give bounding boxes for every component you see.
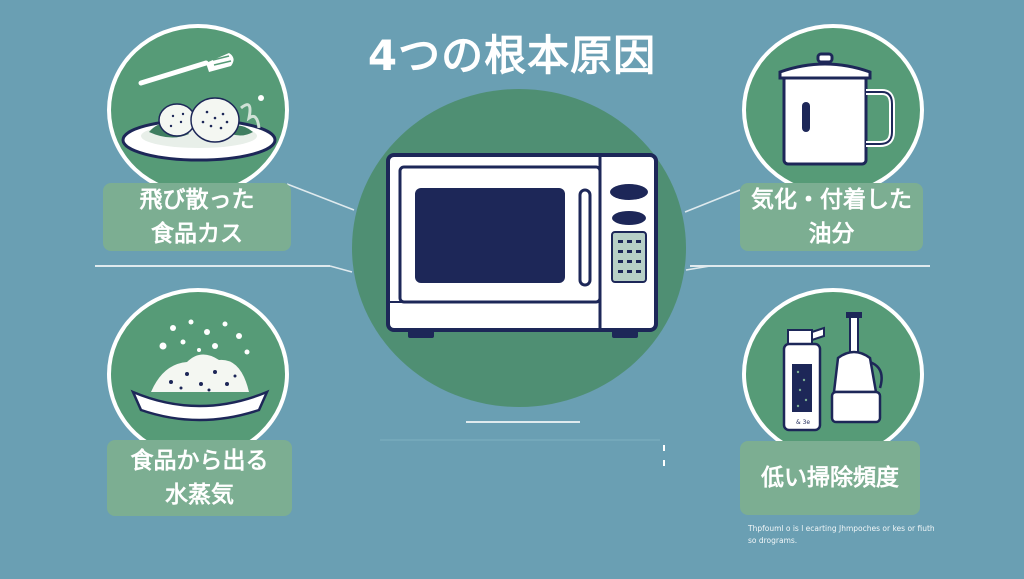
- cause-steam-label: 食品から出る 水蒸気: [107, 440, 292, 516]
- steam-bowl-icon: [111, 292, 287, 462]
- cause-vaporized-oil-label: 気化・付着した 油分: [740, 183, 923, 251]
- cause-cleaning-frequency-line1: 低い掃除頻度: [761, 465, 899, 491]
- footnote-text: Thpfouml o is l ecarting Jhmpoches or ke…: [748, 524, 935, 545]
- pot-icon: [746, 28, 922, 198]
- cause-food-debris-line1: 飛び散った: [139, 187, 255, 213]
- cause-steam-line1: 食品から出る: [130, 448, 269, 474]
- food-plate-icon: [111, 28, 287, 198]
- cause-vaporized-oil-line2: 油分: [808, 221, 855, 247]
- vaporized-oil-circle: [742, 24, 924, 196]
- cause-cleaning-frequency-label: 低い掃除頻度: [740, 441, 920, 515]
- bottom-left-connector: [329, 265, 353, 273]
- top-right-connector: [684, 189, 741, 213]
- cleaning-frequency-circle: & 3e: [742, 288, 924, 460]
- cause-vaporized-oil-line1: 気化・付着した: [751, 187, 912, 213]
- cause-food-debris-line2: 食品カス: [151, 221, 243, 247]
- bottom-right-connector: [685, 265, 711, 271]
- food-debris-circle: [107, 24, 289, 196]
- steam-circle: [107, 288, 289, 460]
- bottle-label-text: & 3e: [796, 419, 810, 426]
- cause-steam-line2: 水蒸気: [165, 482, 234, 508]
- cause-food-debris-label: 飛び散った 食品カス: [103, 183, 291, 251]
- top-left-connector: [286, 183, 355, 211]
- microwave-icon: [380, 150, 658, 346]
- diagram-title: 4つの根本原因: [367, 31, 657, 80]
- cleaning-bottles-icon: & 3e: [746, 292, 922, 462]
